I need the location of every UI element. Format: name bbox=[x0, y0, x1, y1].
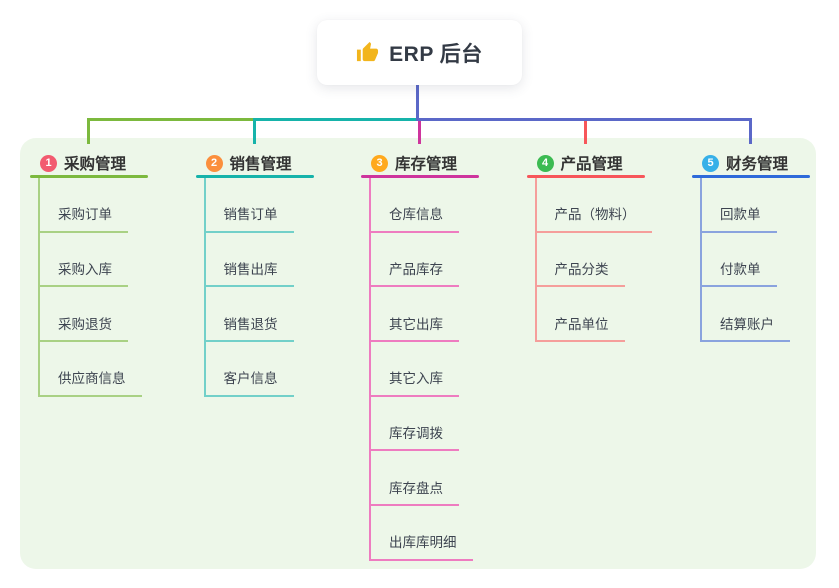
child-node[interactable]: 采购入库 bbox=[40, 233, 128, 288]
branch-drop-4 bbox=[583, 121, 587, 144]
branch-children: 产品（物料） 产品分类产品单位 bbox=[534, 178, 652, 343]
child-node-label: 采购订单 bbox=[58, 207, 112, 223]
child-node-label: 其它入库 bbox=[389, 371, 443, 387]
child-node-label: 库存盘点 bbox=[389, 480, 443, 496]
child-node[interactable]: 付款单 bbox=[702, 233, 777, 288]
branch-header[interactable]: 1 采购管理 bbox=[30, 148, 190, 178]
child-node-label: 付款单 bbox=[720, 261, 761, 277]
branch-underline bbox=[195, 175, 314, 178]
child-node-label: 库存调拨 bbox=[389, 425, 443, 441]
root-node[interactable]: ERP 后台 bbox=[317, 20, 522, 85]
child-node-label: 采购入库 bbox=[58, 261, 112, 277]
bus-segment-5 bbox=[416, 118, 752, 121]
child-node[interactable]: 产品库存 bbox=[371, 233, 459, 288]
branch-label: 销售管理 bbox=[229, 156, 292, 173]
child-node[interactable]: 出库库明细 bbox=[371, 506, 473, 561]
child-node-label: 采购退货 bbox=[58, 316, 112, 332]
child-node-label: 供应商信息 bbox=[58, 371, 126, 387]
branch-label: 库存管理 bbox=[395, 156, 458, 173]
branch-column-2: 2 销售管理 销售订单销售出库销售退货客户信息 bbox=[195, 148, 356, 397]
branch-drop-5 bbox=[749, 118, 752, 144]
child-node[interactable]: 仓库信息 bbox=[371, 178, 459, 233]
branch-label: 产品管理 bbox=[560, 156, 623, 173]
branch-underline bbox=[526, 175, 645, 178]
branch-underline bbox=[692, 175, 810, 178]
child-node-label: 回款单 bbox=[720, 207, 761, 223]
child-node[interactable]: 其它入库 bbox=[371, 342, 459, 397]
child-node[interactable]: 产品单位 bbox=[536, 287, 625, 343]
branch-column-1: 1 采购管理 采购订单采购入库采购退货供应商信息 bbox=[30, 148, 190, 397]
branch-children: 销售订单销售出库销售退货客户信息 bbox=[203, 178, 294, 397]
child-node-label: 其它出库 bbox=[389, 316, 443, 332]
bus-segment-1 bbox=[87, 118, 253, 121]
branch-column-4: 4 产品管理 产品（物料） 产品分类产品单位 bbox=[526, 148, 687, 343]
branch-header[interactable]: 3 库存管理 bbox=[361, 148, 521, 178]
branch-number-badge: 5 bbox=[702, 154, 719, 172]
child-node[interactable]: 销售订单 bbox=[205, 178, 294, 233]
child-node-label: 产品（物料） bbox=[554, 207, 636, 223]
child-node[interactable]: 产品（物料） bbox=[536, 178, 652, 233]
branch-children: 回款单付款单结算账户 bbox=[700, 178, 790, 343]
child-node-label: 产品分类 bbox=[554, 261, 609, 277]
branch-children: 采购订单采购入库采购退货供应商信息 bbox=[38, 178, 142, 397]
child-node-label: 销售退货 bbox=[223, 316, 278, 332]
branch-header[interactable]: 5 财务管理 bbox=[692, 148, 839, 178]
branch-header[interactable]: 4 产品管理 bbox=[526, 148, 687, 178]
child-node-label: 销售订单 bbox=[223, 207, 278, 223]
background-panel bbox=[20, 138, 816, 569]
child-node-label: 出库库明细 bbox=[389, 535, 457, 551]
branch-underline bbox=[30, 175, 148, 178]
branch-drop-1 bbox=[87, 118, 90, 144]
bus-segment-2 bbox=[252, 118, 419, 121]
child-node[interactable]: 库存调拨 bbox=[371, 397, 459, 452]
child-node-label: 客户信息 bbox=[223, 371, 278, 387]
branch-drop-2 bbox=[252, 118, 256, 144]
child-node-label: 结算账户 bbox=[720, 316, 774, 332]
child-node[interactable]: 采购退货 bbox=[40, 287, 128, 343]
child-node-label: 产品单位 bbox=[554, 316, 609, 332]
branch-number-badge: 4 bbox=[536, 154, 554, 172]
child-node[interactable]: 库存盘点 bbox=[371, 451, 459, 507]
branch-column-5: 5 财务管理 回款单付款单结算账户 bbox=[692, 148, 839, 343]
branch-children: 仓库信息产品库存其它出库其它入库库存调拨库存盘点出库库明细 bbox=[369, 178, 473, 561]
branch-column-3: 3 库存管理 仓库信息产品库存其它出库其它入库库存调拨库存盘点出库库明细 bbox=[361, 148, 521, 561]
child-node[interactable]: 客户信息 bbox=[205, 342, 294, 397]
thumbs-up-icon bbox=[357, 41, 379, 62]
child-node-label: 仓库信息 bbox=[389, 207, 443, 223]
branch-label: 财务管理 bbox=[726, 156, 789, 173]
child-node-label: 产品库存 bbox=[389, 261, 443, 277]
child-node[interactable]: 结算账户 bbox=[702, 287, 790, 343]
branch-header[interactable]: 2 销售管理 bbox=[195, 148, 356, 178]
branch-underline bbox=[361, 175, 479, 178]
child-node[interactable]: 销售退货 bbox=[205, 287, 294, 343]
child-node[interactable]: 其它出库 bbox=[371, 287, 459, 343]
child-node[interactable]: 产品分类 bbox=[536, 233, 625, 288]
branch-number-badge: 1 bbox=[40, 154, 57, 172]
child-node[interactable]: 销售出库 bbox=[205, 233, 294, 288]
root-node-label: ERP 后台 bbox=[389, 42, 483, 66]
branch-drop-3 bbox=[418, 121, 421, 144]
branch-number-badge: 2 bbox=[205, 154, 223, 172]
child-node[interactable]: 采购订单 bbox=[40, 178, 128, 233]
branch-number-badge: 3 bbox=[371, 154, 388, 172]
child-node[interactable]: 供应商信息 bbox=[40, 342, 142, 397]
root-connector-line bbox=[416, 85, 419, 118]
child-node[interactable]: 回款单 bbox=[702, 178, 777, 233]
child-node-label: 销售出库 bbox=[223, 261, 278, 277]
branch-label: 采购管理 bbox=[64, 156, 127, 173]
